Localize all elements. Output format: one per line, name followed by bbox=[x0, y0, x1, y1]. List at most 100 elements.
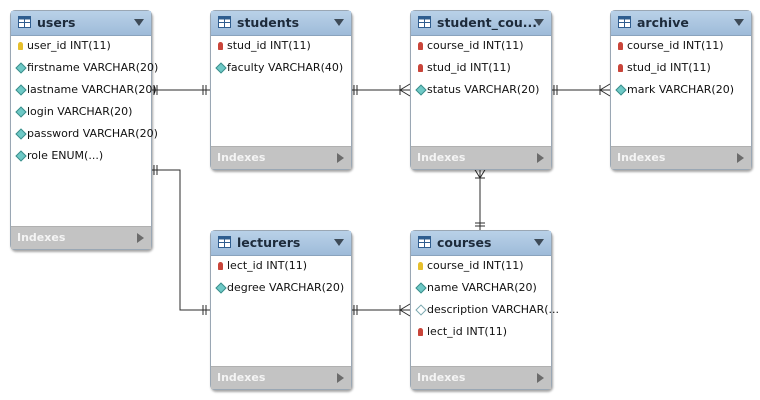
column-label: stud_id INT(11) bbox=[227, 39, 311, 52]
chevron-down-icon[interactable] bbox=[334, 19, 344, 26]
indexes-bar[interactable]: Indexes bbox=[611, 146, 751, 169]
primary-key-icon bbox=[18, 42, 23, 50]
table-name: users bbox=[37, 15, 76, 30]
table-icon bbox=[18, 16, 31, 28]
column-icon bbox=[215, 62, 227, 74]
column-row[interactable]: course_id INT(11) bbox=[411, 36, 551, 58]
column-icon bbox=[415, 84, 427, 96]
table-name: lecturers bbox=[237, 235, 301, 250]
expand-arrow-icon[interactable] bbox=[537, 153, 544, 163]
column-row[interactable]: status VARCHAR(20) bbox=[411, 80, 551, 102]
chevron-down-icon[interactable] bbox=[134, 19, 144, 26]
column-row[interactable]: lect_id INT(11) bbox=[211, 256, 351, 278]
primary-key-icon bbox=[418, 262, 423, 270]
column-row[interactable]: stud_id INT(11) bbox=[211, 36, 351, 58]
column-row[interactable]: mark VARCHAR(20) bbox=[611, 80, 751, 102]
foreign-key-icon bbox=[418, 42, 423, 50]
foreign-key-icon bbox=[418, 328, 423, 336]
column-row[interactable]: stud_id INT(11) bbox=[411, 58, 551, 80]
table-header[interactable]: students bbox=[211, 11, 351, 36]
column-icon bbox=[215, 282, 227, 294]
column-label: login VARCHAR(20) bbox=[27, 105, 133, 118]
table-header[interactable]: lecturers bbox=[211, 231, 351, 256]
table-name: archive bbox=[637, 15, 689, 30]
column-row[interactable]: name VARCHAR(20) bbox=[411, 278, 551, 300]
indexes-label: Indexes bbox=[17, 231, 66, 244]
table-students[interactable]: students stud_id INT(11) faculty VARCHAR… bbox=[210, 10, 352, 170]
indexes-bar[interactable]: Indexes bbox=[211, 366, 351, 389]
table-header[interactable]: archive bbox=[611, 11, 751, 36]
indexes-label: Indexes bbox=[417, 371, 466, 384]
column-row[interactable]: lastname VARCHAR(20) bbox=[11, 80, 157, 102]
column-list: course_id INT(11) stud_id INT(11) mark V… bbox=[611, 36, 751, 147]
column-row[interactable]: stud_id INT(11) bbox=[611, 58, 751, 80]
indexes-bar[interactable]: Indexes bbox=[411, 146, 551, 169]
column-label: faculty VARCHAR(40) bbox=[227, 61, 344, 74]
table-courses[interactable]: courses course_id INT(11) name VARCHAR(2… bbox=[410, 230, 559, 390]
table-student-courses[interactable]: student_cou... course_id INT(11) stud_id… bbox=[410, 10, 552, 170]
column-row[interactable]: firstname VARCHAR(20) bbox=[11, 58, 158, 80]
indexes-bar[interactable]: Indexes bbox=[211, 146, 351, 169]
column-icon bbox=[15, 62, 27, 74]
column-label: course_id INT(11) bbox=[427, 259, 524, 272]
column-label: stud_id INT(11) bbox=[427, 61, 511, 74]
column-label: lastname VARCHAR(20) bbox=[27, 83, 157, 96]
column-label: description VARCHAR(... bbox=[427, 303, 559, 316]
table-header[interactable]: courses bbox=[411, 231, 551, 256]
table-name: student_cou... bbox=[437, 15, 538, 30]
table-icon bbox=[418, 236, 431, 248]
nullable-column-icon bbox=[415, 304, 427, 316]
column-label: status VARCHAR(20) bbox=[427, 83, 540, 96]
column-list: course_id INT(11) name VARCHAR(20) descr… bbox=[411, 256, 559, 367]
foreign-key-icon bbox=[618, 42, 623, 50]
table-icon bbox=[218, 236, 231, 248]
table-archive[interactable]: archive course_id INT(11) stud_id INT(11… bbox=[610, 10, 752, 170]
table-icon bbox=[618, 16, 631, 28]
table-name: students bbox=[237, 15, 300, 30]
chevron-down-icon[interactable] bbox=[334, 239, 344, 246]
column-row[interactable]: faculty VARCHAR(40) bbox=[211, 58, 351, 80]
column-row[interactable]: lect_id INT(11) bbox=[411, 322, 551, 344]
foreign-key-icon bbox=[218, 262, 223, 270]
indexes-bar[interactable]: Indexes bbox=[411, 366, 551, 389]
table-header[interactable]: student_cou... bbox=[411, 11, 551, 36]
many-marker bbox=[599, 83, 611, 91]
column-list: stud_id INT(11) faculty VARCHAR(40) bbox=[211, 36, 351, 147]
column-label: lect_id INT(11) bbox=[227, 259, 307, 272]
column-list: lect_id INT(11) degree VARCHAR(20) bbox=[211, 256, 351, 367]
expand-arrow-icon[interactable] bbox=[337, 153, 344, 163]
table-icon bbox=[218, 16, 231, 28]
column-row[interactable]: user_id INT(11) bbox=[11, 36, 151, 58]
column-label: firstname VARCHAR(20) bbox=[27, 61, 159, 74]
column-row[interactable]: degree VARCHAR(20) bbox=[211, 278, 351, 300]
column-label: course_id INT(11) bbox=[627, 39, 724, 52]
table-header[interactable]: users bbox=[11, 11, 151, 36]
column-row[interactable]: password VARCHAR(20) bbox=[11, 124, 158, 146]
column-list: user_id INT(11) firstname VARCHAR(20) la… bbox=[11, 36, 158, 227]
column-label: lect_id INT(11) bbox=[427, 325, 507, 338]
indexes-label: Indexes bbox=[217, 371, 266, 384]
column-label: stud_id INT(11) bbox=[627, 61, 711, 74]
chevron-down-icon[interactable] bbox=[734, 19, 744, 26]
column-row[interactable]: course_id INT(11) bbox=[611, 36, 751, 58]
table-lecturers[interactable]: lecturers lect_id INT(11) degree VARCHAR… bbox=[210, 230, 352, 390]
indexes-bar[interactable]: Indexes bbox=[11, 226, 151, 249]
column-row[interactable]: login VARCHAR(20) bbox=[11, 102, 151, 124]
foreign-key-icon bbox=[418, 64, 423, 72]
column-row[interactable]: description VARCHAR(... bbox=[411, 300, 559, 322]
expand-arrow-icon[interactable] bbox=[537, 373, 544, 383]
expand-arrow-icon[interactable] bbox=[337, 373, 344, 383]
chevron-down-icon[interactable] bbox=[534, 239, 544, 246]
column-label: password VARCHAR(20) bbox=[27, 127, 158, 140]
expand-arrow-icon[interactable] bbox=[737, 153, 744, 163]
many-marker bbox=[399, 303, 411, 311]
expand-arrow-icon[interactable] bbox=[137, 233, 144, 243]
foreign-key-icon bbox=[218, 42, 223, 50]
many-marker bbox=[599, 89, 611, 97]
column-list: course_id INT(11) stud_id INT(11) status… bbox=[411, 36, 551, 147]
chevron-down-icon[interactable] bbox=[534, 19, 544, 26]
column-row[interactable]: course_id INT(11) bbox=[411, 256, 551, 278]
column-row[interactable]: role ENUM(...) bbox=[11, 146, 151, 168]
table-users[interactable]: users user_id INT(11) firstname VARCHAR(… bbox=[10, 10, 158, 250]
